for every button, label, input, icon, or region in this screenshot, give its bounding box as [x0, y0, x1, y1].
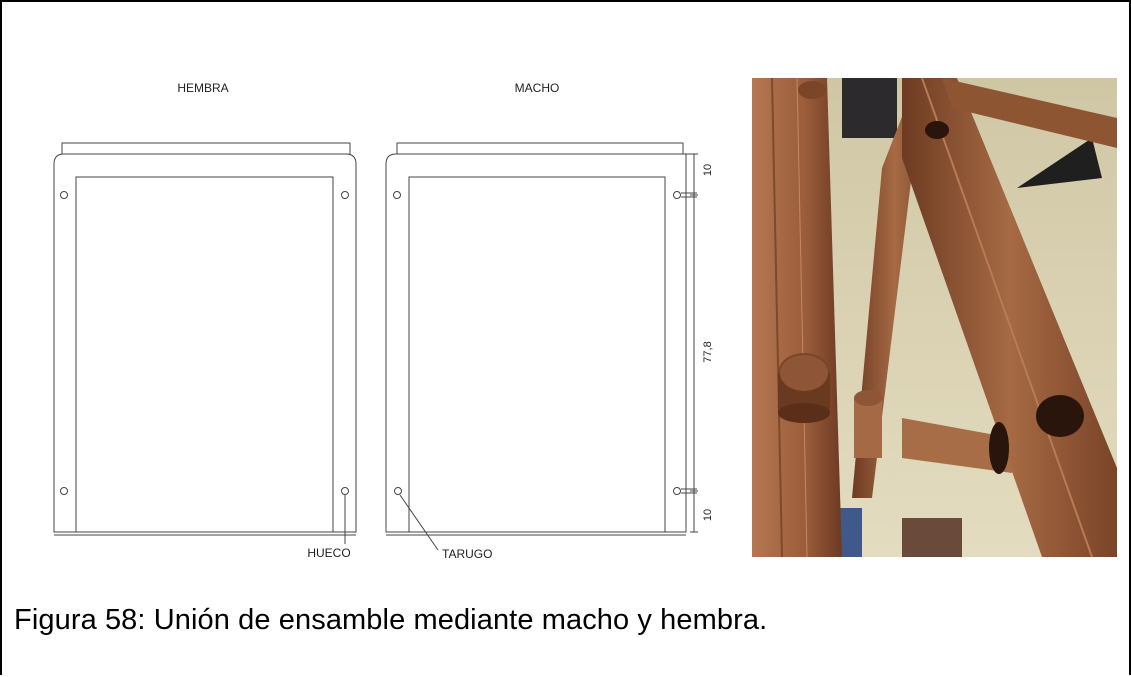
female-hole-tl	[60, 191, 68, 199]
dimension-lines	[686, 153, 698, 533]
dim-top: 10	[702, 164, 714, 176]
male-panel	[385, 142, 697, 551]
female-panel	[53, 142, 357, 544]
female-hole-br	[341, 487, 349, 495]
male-top-tab	[396, 142, 684, 154]
female-top-tab	[61, 142, 351, 154]
female-outline	[53, 153, 357, 533]
female-inner-panel	[75, 176, 334, 533]
dowel-label: TARUGO	[442, 547, 492, 561]
male-peg-br	[673, 487, 681, 495]
female-hole-tr	[341, 191, 349, 199]
female-hole-bl	[60, 487, 68, 495]
male-title: MACHO	[515, 81, 560, 95]
technical-drawing: HEMBRA MACHO HUECO TARUGO	[53, 81, 714, 561]
joint-photo	[752, 78, 1117, 557]
female-title: HEMBRA	[177, 81, 228, 95]
dowel-leader	[399, 494, 439, 551]
male-dowel-bl	[394, 487, 402, 495]
male-outline	[385, 153, 687, 533]
figure-caption: Figura 58: Unión de ensamble mediante ma…	[14, 604, 768, 636]
male-dowel-tl	[393, 191, 401, 199]
male-inner-panel	[408, 176, 666, 533]
dim-bottom: 10	[702, 509, 714, 521]
male-peg-tr	[673, 191, 681, 199]
dim-middle: 77,8	[702, 341, 714, 362]
hole-label: HUECO	[307, 546, 350, 560]
